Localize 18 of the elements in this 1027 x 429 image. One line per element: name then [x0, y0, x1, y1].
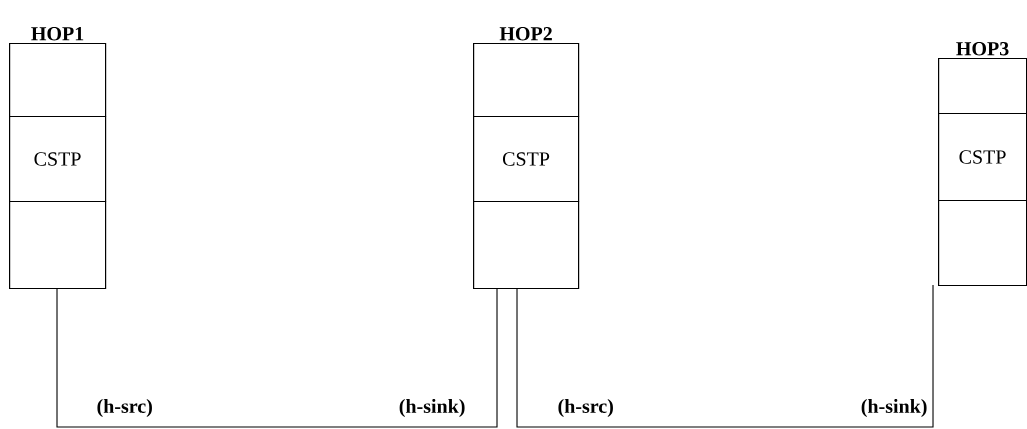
endpoint-label: (h-src): [558, 398, 613, 418]
empty-box: [938, 200, 1027, 287]
empty-box: [473, 201, 580, 290]
node-label: HOP2: [499, 27, 552, 41]
node-label: HOP3: [956, 42, 1009, 56]
endpoint-label: (h-sink): [399, 398, 465, 418]
layer-box: CSTP: [473, 116, 580, 203]
layer-box: CSTP: [938, 113, 1027, 202]
empty-box: [938, 58, 1027, 115]
connector-line: [516, 284, 934, 428]
empty-box: [9, 43, 107, 118]
empty-box: [9, 201, 107, 290]
endpoint-label: (h-src): [97, 398, 152, 418]
layer-box: CSTP: [9, 116, 107, 203]
connector-line: [56, 287, 498, 428]
node-label: HOP1: [31, 27, 84, 41]
empty-box: [473, 43, 580, 118]
endpoint-label: (h-sink): [861, 398, 927, 418]
